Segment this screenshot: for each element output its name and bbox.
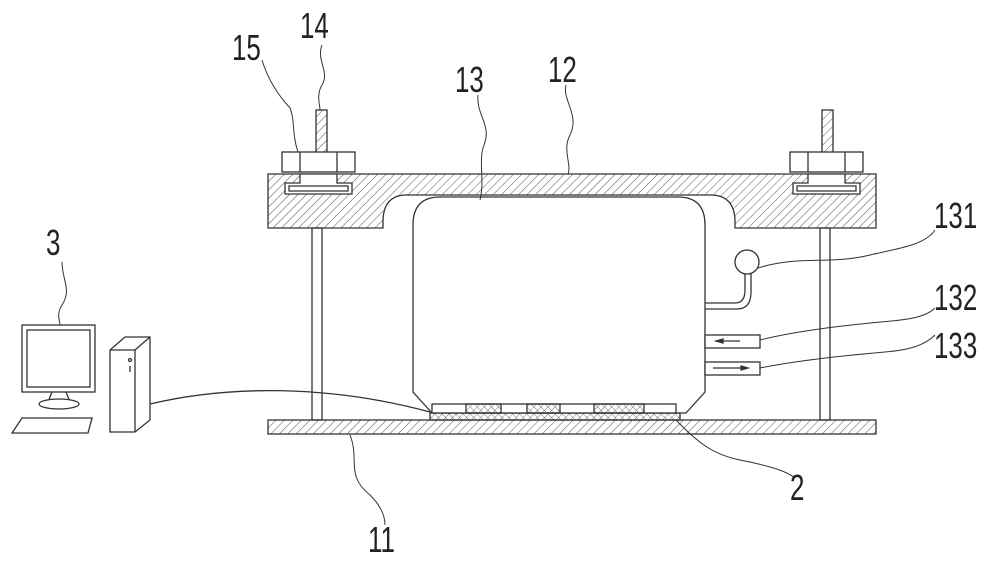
computer <box>10 324 151 434</box>
leader-lines <box>58 44 936 526</box>
chamber-body <box>412 196 706 414</box>
outlet-pipe <box>704 361 761 376</box>
label-131: 131 <box>934 195 978 236</box>
label-11: 11 <box>368 519 395 560</box>
inlet-pipe <box>704 334 761 349</box>
sensor-array <box>429 403 681 421</box>
pressure-gauge <box>705 249 760 310</box>
bolt-right <box>789 109 864 173</box>
label-12: 12 <box>548 49 577 90</box>
bottom-plate <box>267 419 877 435</box>
label-15: 15 <box>232 27 261 68</box>
signal-cable <box>149 389 431 413</box>
label-2: 2 <box>790 467 805 508</box>
label-14: 14 <box>300 5 329 46</box>
label-13: 13 <box>455 59 484 100</box>
label-133: 133 <box>934 325 978 366</box>
top-plate <box>267 173 877 229</box>
label-132: 132 <box>934 277 978 318</box>
label-3: 3 <box>46 222 61 263</box>
bolt-left <box>281 109 356 173</box>
